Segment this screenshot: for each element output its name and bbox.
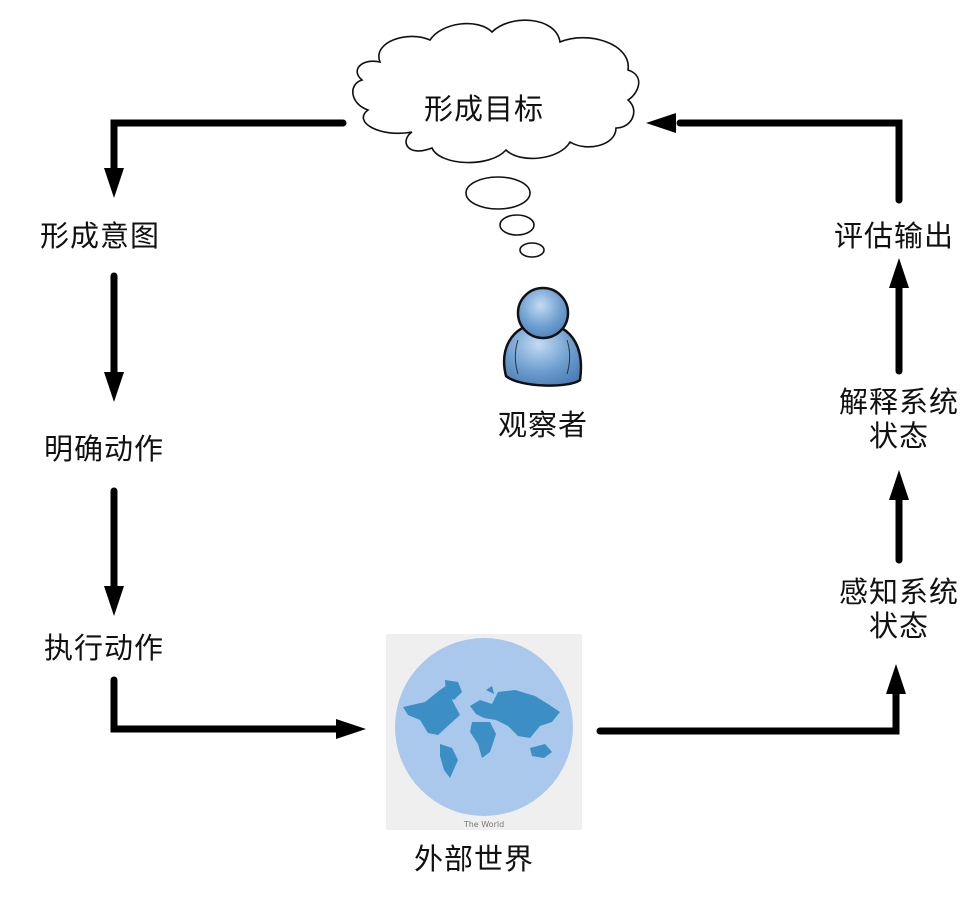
node-specify-action: 明确动作	[44, 432, 165, 466]
node-form-intention: 形成意图	[40, 219, 161, 253]
arrowhead-right	[336, 719, 366, 739]
node-evaluate-output: 评估输出	[834, 219, 955, 253]
arrow-evaluate-to-goal	[676, 119, 903, 204]
thought-cloud	[352, 19, 640, 258]
arrow-execute-to-world	[110, 676, 344, 733]
perceive-line2: 状态	[868, 609, 929, 643]
interpret-line2: 状态	[868, 419, 929, 453]
perceive-line1: 感知系统	[838, 575, 959, 609]
arrowhead-down	[104, 168, 124, 198]
person-body	[502, 320, 583, 387]
node-world: 外部世界	[414, 842, 535, 876]
arrowhead-down	[104, 586, 124, 616]
arrowhead-up	[886, 664, 906, 694]
flow-arrows	[110, 119, 903, 735]
continents	[403, 680, 560, 778]
arrow-world-to-perceive	[596, 688, 900, 735]
node-observer: 观察者	[498, 408, 589, 442]
node-form-goal: 形成目标	[424, 92, 545, 126]
thought-bubble-medium	[499, 214, 535, 236]
node-perceive-state: 感知系统 状态	[824, 575, 974, 643]
arrowhead-left	[646, 113, 676, 133]
arrowheads	[104, 113, 909, 739]
world-caption: The World	[463, 820, 504, 829]
arrowhead-down	[104, 372, 124, 402]
node-interpret-state: 解释系统 状态	[824, 385, 974, 453]
thought-bubble-large	[465, 176, 531, 210]
arrow-goal-to-intention	[110, 119, 347, 176]
arrowhead-up	[889, 258, 909, 288]
person-head	[516, 286, 570, 340]
world-globe-icon: The World	[386, 634, 582, 830]
arrowhead-up	[889, 470, 909, 500]
interpret-line1: 解释系统	[838, 385, 959, 419]
thought-bubble-small	[519, 242, 545, 258]
node-execute-action: 执行动作	[44, 631, 165, 665]
person-icon	[502, 286, 583, 387]
cloud-shape	[352, 19, 640, 164]
